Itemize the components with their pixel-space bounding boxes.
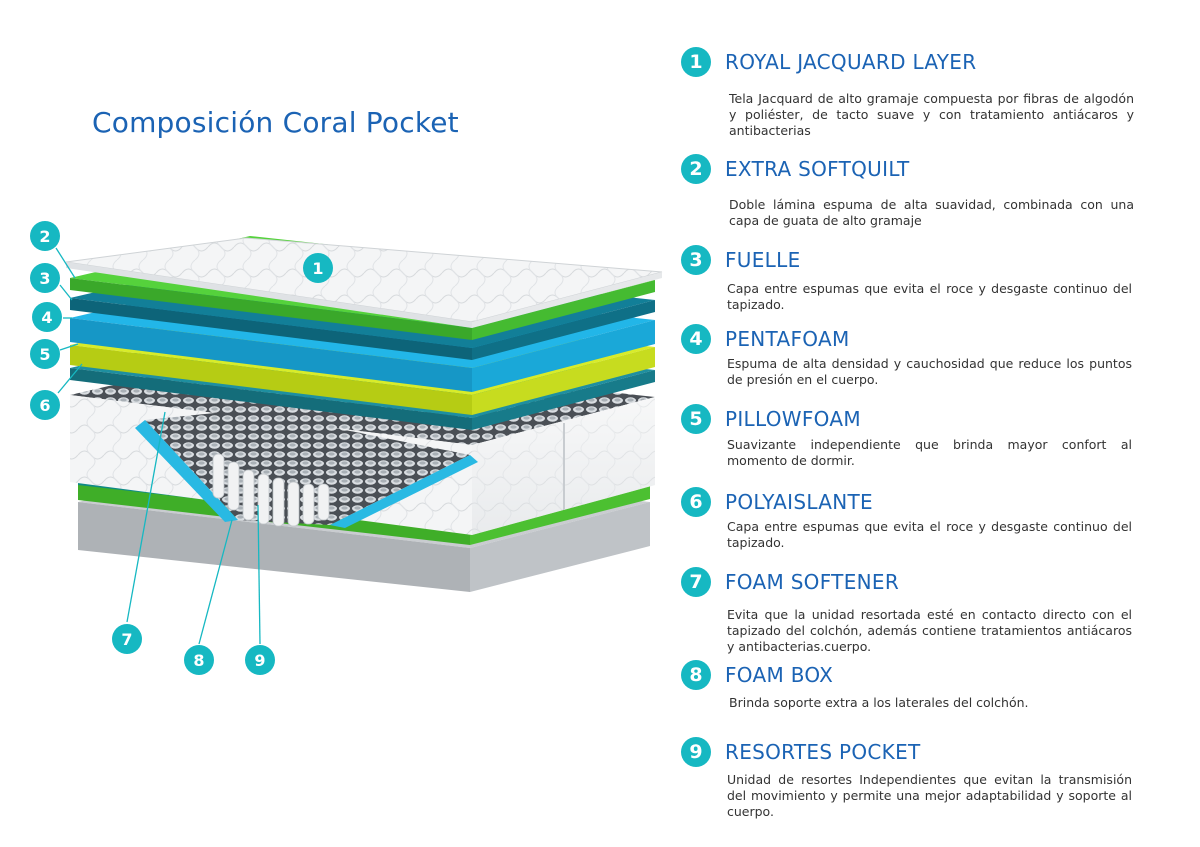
svg-text:7: 7 bbox=[121, 630, 132, 649]
svg-text:9: 9 bbox=[254, 651, 265, 670]
feature-number-badge: 5 bbox=[681, 404, 711, 434]
feature-description: Brinda soporte extra a los laterales del… bbox=[729, 695, 1029, 710]
feature-number-badge: 1 bbox=[681, 47, 711, 77]
feature-number-badge: 6 bbox=[681, 487, 711, 517]
feature-title: ROYAL JACQUARD LAYER bbox=[725, 50, 977, 74]
feature-description: Capa entre espumas que evita el roce y d… bbox=[727, 281, 1132, 312]
feature-title: FOAM BOX bbox=[725, 663, 834, 687]
svg-text:3: 3 bbox=[39, 269, 50, 288]
feature-number-badge: 9 bbox=[681, 737, 711, 767]
feature-title: PILLOWFOAM bbox=[725, 407, 861, 431]
callout-badge-9: 9 bbox=[245, 645, 275, 675]
feature-title: RESORTES POCKET bbox=[725, 740, 921, 764]
feature-number-badge: 7 bbox=[681, 567, 711, 597]
callout-badge-4: 4 bbox=[32, 302, 62, 332]
svg-text:8: 8 bbox=[193, 651, 204, 670]
feature-number-badge: 3 bbox=[681, 245, 711, 275]
feature-title: EXTRA SOFTQUILT bbox=[725, 157, 910, 181]
callout-badge-3: 3 bbox=[30, 263, 60, 293]
feature-title: FOAM SOFTENER bbox=[725, 570, 900, 594]
svg-text:2: 2 bbox=[39, 227, 50, 246]
feature-description: Capa entre espumas que evita el roce y d… bbox=[727, 519, 1132, 550]
feature-number-badge: 2 bbox=[681, 154, 711, 184]
layer-1-jacquard bbox=[65, 237, 663, 328]
feature-number-badge: 4 bbox=[681, 324, 711, 354]
feature-title: POLYAISLANTE bbox=[725, 490, 873, 514]
svg-text:4: 4 bbox=[41, 308, 52, 327]
leader-lines bbox=[55, 247, 261, 645]
feature-description: Doble lámina espuma de alta suavidad, co… bbox=[729, 197, 1134, 228]
svg-text:6: 6 bbox=[39, 396, 50, 415]
feature-description: Suavizante independiente que brinda mayo… bbox=[727, 437, 1132, 468]
feature-number-badge: 8 bbox=[681, 660, 711, 690]
feature-description: Espuma de alta densidad y cauchosidad qu… bbox=[727, 356, 1132, 387]
callout-badge-6: 6 bbox=[30, 390, 60, 420]
callout-badge-5: 5 bbox=[30, 339, 60, 369]
feature-title: PENTAFOAM bbox=[725, 327, 850, 351]
feature-description: Tela Jacquard de alto gramaje compuesta … bbox=[729, 91, 1134, 138]
feature-title: FUELLE bbox=[725, 248, 801, 272]
svg-text:5: 5 bbox=[39, 345, 50, 364]
mattress-diagram: 1 2 3 4 5 6 7 8 9 bbox=[30, 221, 663, 675]
svg-text:1: 1 bbox=[312, 259, 323, 278]
callout-badge-7: 7 bbox=[112, 624, 142, 654]
feature-description: Unidad de resortes Independientes que ev… bbox=[727, 772, 1132, 819]
callout-badge-1: 1 bbox=[303, 253, 333, 283]
callout-badge-8: 8 bbox=[184, 645, 214, 675]
page-title: Composición Coral Pocket bbox=[92, 106, 459, 139]
callout-badge-2: 2 bbox=[30, 221, 60, 251]
feature-description: Evita que la unidad resortada esté en co… bbox=[727, 607, 1132, 654]
